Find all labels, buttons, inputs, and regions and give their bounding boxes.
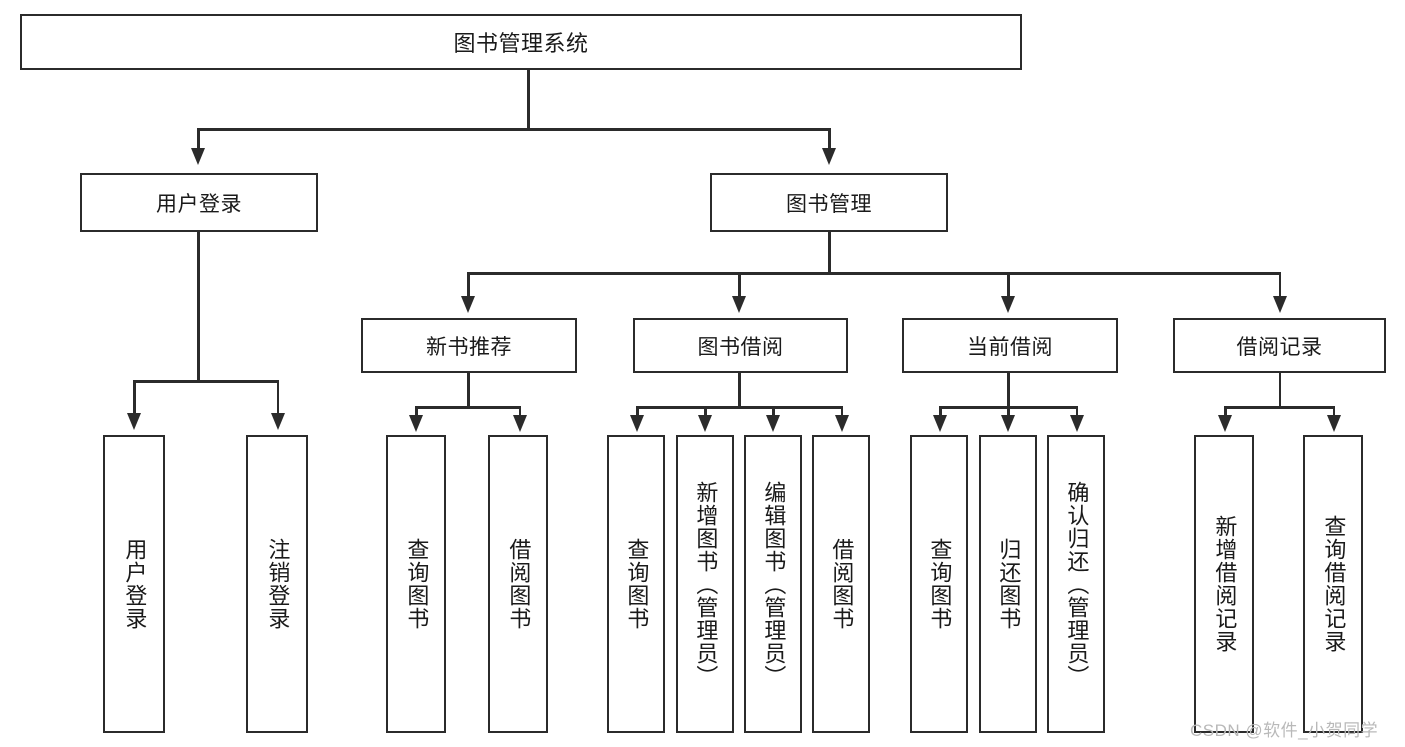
connector-bm-drop-1 <box>467 272 470 298</box>
connector-br-bus <box>1224 406 1335 409</box>
connector-bb-drop-4 <box>840 406 843 418</box>
arrowhead-to-leaf-query-book-2 <box>630 415 644 432</box>
node-new-book-recommend[interactable]: 新书推荐 <box>361 318 577 373</box>
node-leaf-user-login[interactable]: 用户登录 <box>103 435 165 733</box>
arrowhead-to-leaf-borrow-book-2 <box>834 415 849 432</box>
connector-br-drop-2 <box>1332 406 1335 418</box>
connector-cb-drop-1 <box>939 406 942 418</box>
node-book-borrow[interactable]: 图书借阅 <box>633 318 848 373</box>
node-leaf-query-book-2-label: 查询图书 <box>624 538 650 630</box>
node-leaf-add-record-label: 新增借阅记录 <box>1212 515 1238 653</box>
connector-nbr-drop-2 <box>518 406 521 418</box>
node-book-borrow-label: 图书借阅 <box>697 335 784 359</box>
connector-bm-drop-3 <box>1007 272 1010 298</box>
arrowhead-to-leaf-confirm-return <box>1069 415 1084 432</box>
arrowhead-to-leaf-user-login <box>127 413 141 430</box>
node-leaf-confirm-return-label: 确认归还（管理员） <box>1064 480 1090 688</box>
node-leaf-confirm-return[interactable]: 确认归还（管理员） <box>1047 435 1105 733</box>
node-leaf-query-record[interactable]: 查询借阅记录 <box>1303 435 1363 733</box>
node-leaf-logout[interactable]: 注销登录 <box>246 435 308 733</box>
connector-user-login-drop-1 <box>133 380 136 418</box>
node-current-borrow-label: 当前借阅 <box>967 335 1053 359</box>
node-borrow-record[interactable]: 借阅记录 <box>1173 318 1386 373</box>
node-leaf-query-book-2[interactable]: 查询图书 <box>607 435 665 733</box>
connector-cb-drop-3 <box>1075 406 1078 418</box>
connector-nbr-stem <box>467 373 470 408</box>
connector-root-drop-2 <box>828 128 831 150</box>
node-leaf-return-book-label: 归还图书 <box>996 538 1022 630</box>
arrowhead-to-book-manage <box>822 148 836 165</box>
arrowhead-to-leaf-borrow-book-1 <box>512 415 527 432</box>
node-leaf-query-record-label: 查询借阅记录 <box>1321 515 1347 653</box>
node-leaf-borrow-book-1[interactable]: 借阅图书 <box>488 435 548 733</box>
connector-bb-drop-3 <box>772 406 775 418</box>
node-leaf-query-book-3[interactable]: 查询图书 <box>910 435 968 733</box>
connector-br-stem <box>1278 373 1281 408</box>
node-leaf-logout-label: 注销登录 <box>265 538 291 630</box>
node-leaf-return-book[interactable]: 归还图书 <box>979 435 1037 733</box>
arrowhead-to-leaf-query-book-1 <box>409 415 423 432</box>
node-leaf-query-book-3-label: 查询图书 <box>927 538 953 630</box>
node-leaf-user-login-label: 用户登录 <box>122 538 148 630</box>
connector-book-manage-stem <box>828 232 831 274</box>
arrowhead-to-book-borrow <box>732 296 746 313</box>
connector-book-manage-bus <box>467 272 1281 275</box>
connector-bm-drop-2 <box>738 272 741 298</box>
connector-user-login-bus <box>133 380 279 383</box>
node-new-book-recommend-label: 新书推荐 <box>426 335 512 359</box>
arrowhead-to-leaf-query-record <box>1326 415 1341 432</box>
arrowhead-to-borrow-record <box>1272 296 1287 313</box>
arrowhead-to-leaf-query-book-3 <box>933 415 947 432</box>
node-root-label: 图书管理系统 <box>453 31 589 56</box>
node-user-login[interactable]: 用户登录 <box>80 173 318 232</box>
node-borrow-record-label: 借阅记录 <box>1236 335 1323 359</box>
connector-br-drop-1 <box>1224 406 1227 418</box>
connector-bb-drop-2 <box>704 406 707 418</box>
connector-bb-stem <box>738 373 741 408</box>
arrowhead-to-current-borrow <box>1001 296 1015 313</box>
node-leaf-borrow-book-2-label: 借阅图书 <box>829 538 855 630</box>
arrowhead-to-leaf-add-record <box>1218 415 1232 432</box>
node-leaf-add-book-label: 新增图书（管理员） <box>693 480 719 688</box>
node-user-login-label: 用户登录 <box>156 192 242 216</box>
arrowhead-to-leaf-add-book <box>698 415 712 432</box>
node-leaf-borrow-book-1-label: 借阅图书 <box>506 538 532 630</box>
node-leaf-query-book-1-label: 查询图书 <box>404 538 430 630</box>
connector-bm-drop-4 <box>1278 272 1281 298</box>
connector-user-login-drop-2 <box>276 380 279 418</box>
connector-nbr-bus <box>415 406 521 409</box>
arrowhead-to-leaf-return-book <box>1001 415 1015 432</box>
node-root[interactable]: 图书管理系统 <box>20 14 1022 70</box>
node-book-manage-label: 图书管理 <box>786 192 872 216</box>
arrowhead-to-leaf-logout <box>270 413 285 430</box>
connector-root-stem <box>527 70 530 130</box>
connector-root-drop-1 <box>197 128 200 150</box>
connector-cb-drop-2 <box>1007 406 1010 418</box>
connector-bb-drop-1 <box>636 406 639 418</box>
node-leaf-add-record[interactable]: 新增借阅记录 <box>1194 435 1254 733</box>
node-book-manage[interactable]: 图书管理 <box>710 173 948 232</box>
connector-root-bus <box>197 128 829 131</box>
node-current-borrow[interactable]: 当前借阅 <box>902 318 1118 373</box>
node-leaf-add-book[interactable]: 新增图书（管理员） <box>676 435 734 733</box>
connector-cb-stem <box>1007 373 1010 408</box>
csdn-watermark: CSDN @软件_小贺同学 <box>1190 721 1379 740</box>
connector-user-login-stem <box>197 232 200 382</box>
arrowhead-to-user-login <box>191 148 205 165</box>
node-leaf-borrow-book-2[interactable]: 借阅图书 <box>812 435 870 733</box>
node-leaf-query-book-1[interactable]: 查询图书 <box>386 435 446 733</box>
node-leaf-edit-book-label: 编辑图书（管理员） <box>761 480 787 688</box>
connector-nbr-drop-1 <box>415 406 418 418</box>
node-leaf-edit-book[interactable]: 编辑图书（管理员） <box>744 435 802 733</box>
connector-bb-bus <box>636 406 843 409</box>
arrowhead-to-leaf-edit-book <box>766 415 780 432</box>
arrowhead-to-new-book-recommend <box>461 296 475 313</box>
